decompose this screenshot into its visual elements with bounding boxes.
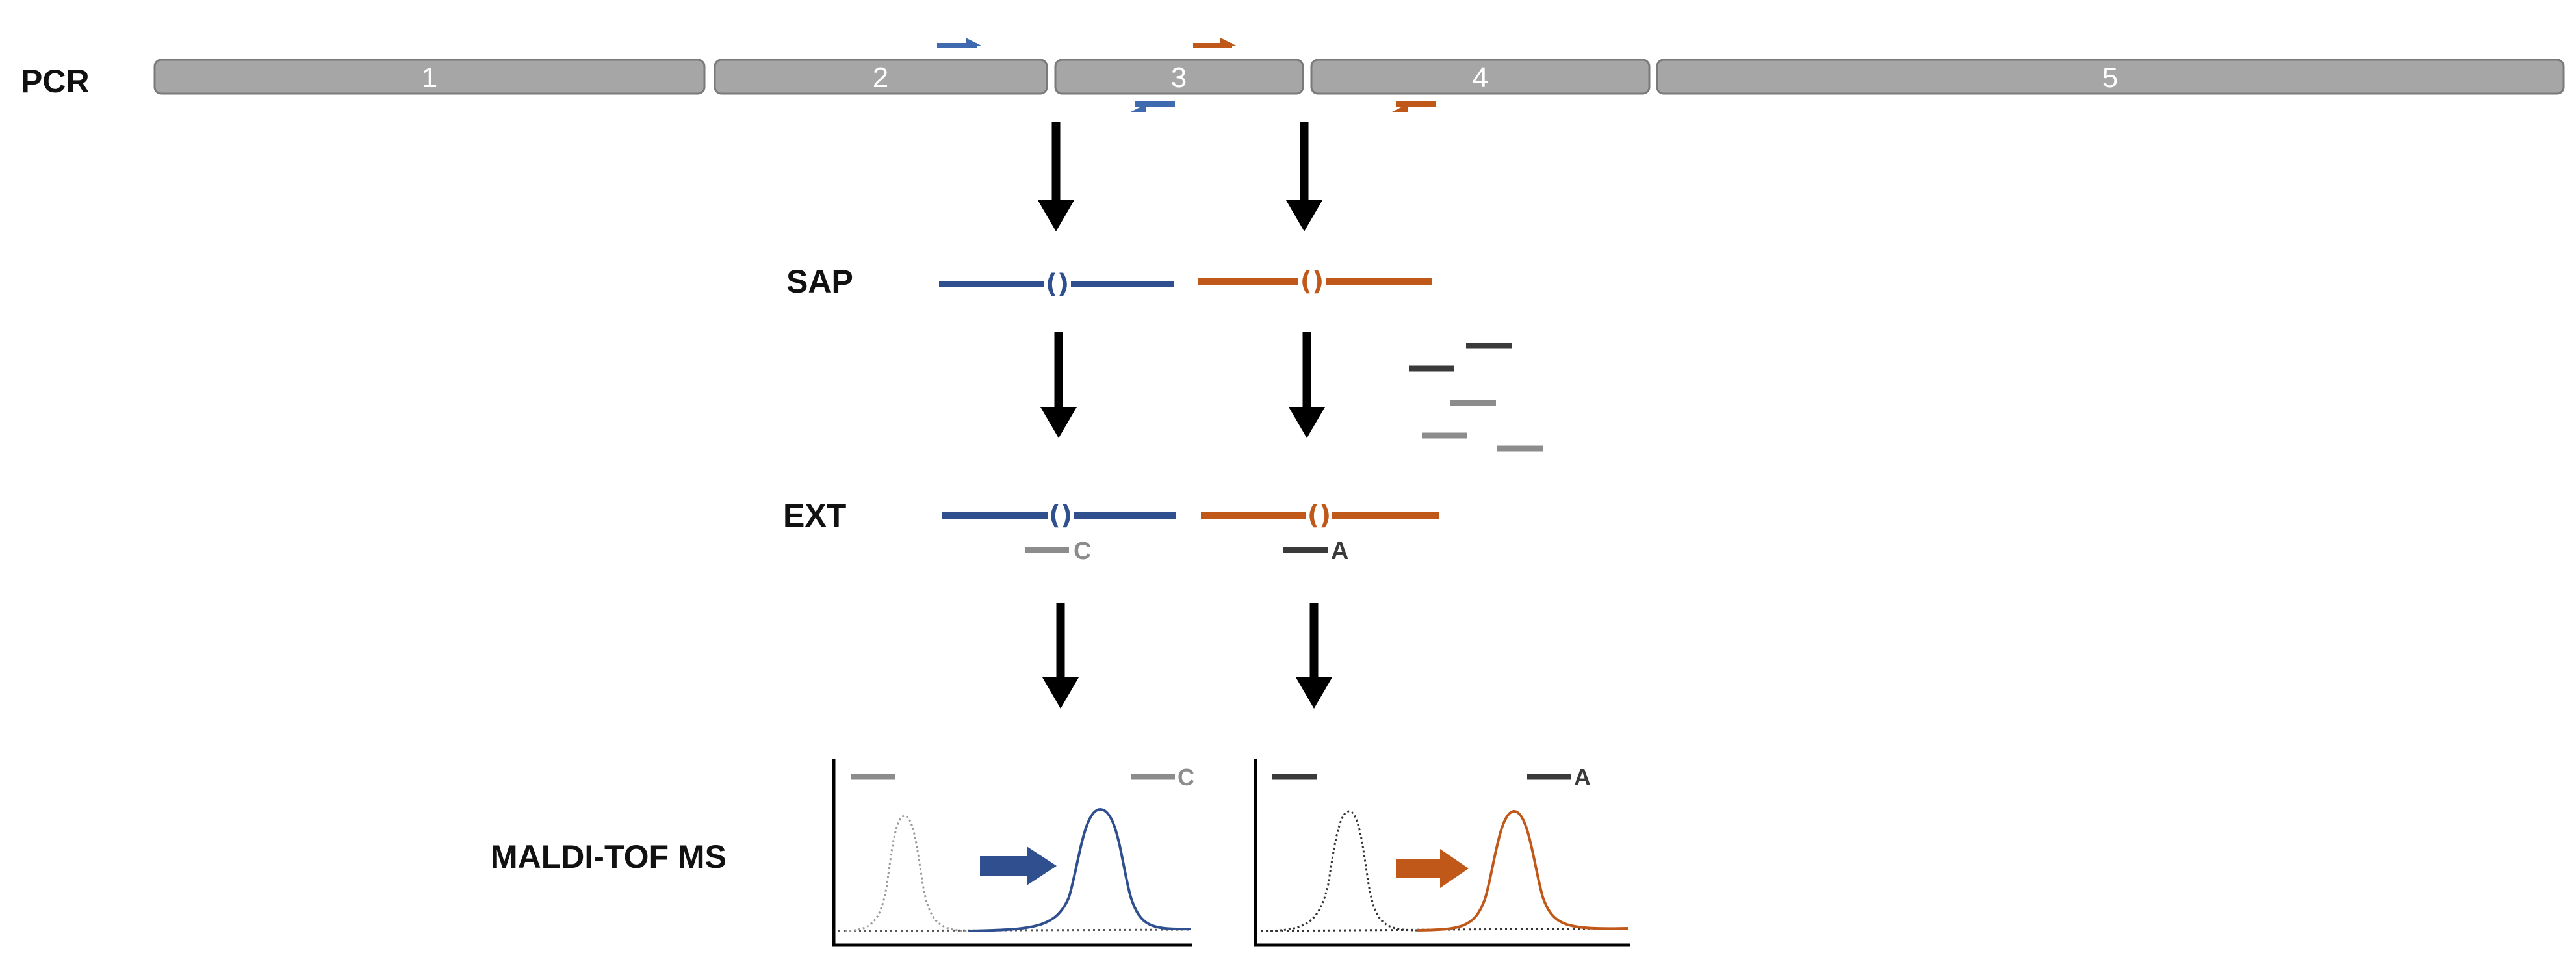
step-label-sap: SAP <box>786 263 853 300</box>
baseline <box>838 928 1191 932</box>
allele-label-blue: C <box>1178 764 1194 790</box>
down-arrow-icon <box>1286 122 1322 231</box>
primer-blue-forward-icon <box>937 38 981 48</box>
down-arrow-icon <box>1042 603 1079 709</box>
shift-arrow-icon <box>980 846 1057 885</box>
snp-site-marker: () <box>1307 501 1332 530</box>
exon-3 <box>1054 59 1304 95</box>
peak-unextended <box>1265 810 1417 932</box>
peak-extended <box>1416 809 1629 932</box>
primer-orange-forward-icon <box>1193 38 1236 48</box>
ext-amplicon-orange: () A <box>1201 501 1439 565</box>
down-arrow-icon <box>1040 332 1077 438</box>
sap-amplicon-orange: () <box>1198 267 1432 296</box>
down-arrow-icon <box>1296 603 1332 709</box>
spectrum-panel-orange: A <box>1254 759 1630 947</box>
step-label-ext: EXT <box>783 497 846 534</box>
step-label-pcr: PCR <box>21 63 90 99</box>
exon-number-1: 1 <box>422 62 437 94</box>
primer-blue-reverse-icon <box>1131 101 1175 112</box>
allele-label-orange: A <box>1331 538 1348 565</box>
exon-4 <box>1310 59 1651 95</box>
down-arrow-icon <box>1289 332 1325 438</box>
shift-arrow-icon <box>1396 849 1469 888</box>
ext-amplicon-blue: () C <box>942 501 1176 565</box>
allele-label-orange: A <box>1574 764 1591 790</box>
step-label-ms: MALDI-TOF MS <box>491 839 727 875</box>
spectrum-panel-blue: C <box>832 759 1194 947</box>
sap-amplicon-blue: () <box>939 269 1174 299</box>
peak-extended <box>968 807 1191 932</box>
snp-site-marker: () <box>1300 267 1324 296</box>
allele-label-blue: C <box>1074 538 1091 565</box>
exon-number-2: 2 <box>873 62 888 94</box>
peak-unextended <box>844 815 969 932</box>
snp-site-marker: () <box>1046 269 1070 299</box>
exon-5 <box>1656 59 2565 95</box>
exon-2 <box>714 59 1048 95</box>
primer-orange-reverse-icon <box>1392 101 1436 112</box>
exon-number-5: 5 <box>2102 62 2118 94</box>
exon-1 <box>153 59 706 95</box>
snp-site-marker: () <box>1049 501 1073 530</box>
exon-bar: 1 2 3 4 5 <box>153 59 2565 95</box>
down-arrow-icon <box>1038 122 1074 231</box>
exon-number-3: 3 <box>1171 62 1187 94</box>
exon-number-4: 4 <box>1473 62 1488 94</box>
free-probes <box>1409 343 1543 452</box>
